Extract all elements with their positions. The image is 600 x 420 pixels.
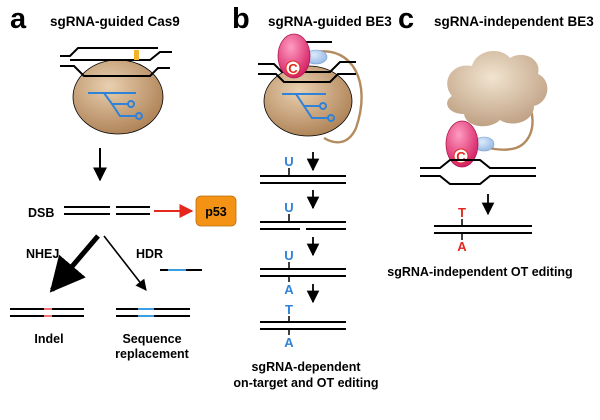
target-dna-strand-top bbox=[60, 47, 158, 57]
panel-b-letter: b bbox=[232, 3, 250, 35]
panel-c: c sgRNA-independent BE3 C T A sgRNA-inde… bbox=[387, 3, 594, 279]
panel-c-title: sgRNA-independent BE3 bbox=[434, 14, 594, 29]
hdr-label: HDR bbox=[136, 247, 163, 261]
nhej-arrow bbox=[49, 234, 100, 293]
dsb-dna bbox=[64, 206, 150, 215]
b-step3-bottom-base: A bbox=[284, 282, 294, 297]
p53-box bbox=[195, 195, 237, 227]
sgrna-icon bbox=[88, 92, 143, 120]
b-caption-line1: sgRNA-dependent bbox=[251, 360, 361, 374]
hdr-arrow bbox=[103, 235, 147, 291]
b-step2-top-base: U bbox=[284, 200, 293, 215]
panel-a: a sgRNA-guided Cas9 DSB bbox=[10, 3, 237, 361]
panel-a-title: sgRNA-guided Cas9 bbox=[50, 14, 180, 29]
b-step-1: U bbox=[260, 154, 346, 184]
c-top-base: T bbox=[458, 205, 466, 220]
target-dna-strand-bottom bbox=[60, 65, 170, 77]
b-step4-bottom-base: A bbox=[284, 335, 294, 350]
c-caption: sgRNA-independent OT editing bbox=[387, 265, 572, 279]
linker-icon bbox=[315, 50, 363, 144]
cas9-sgrna-complex bbox=[60, 47, 172, 135]
nhej-label: NHEJ bbox=[26, 247, 59, 261]
b-step3-top-base: U bbox=[284, 248, 293, 263]
b-step-2: U bbox=[260, 200, 346, 230]
panel-b-title: sgRNA-guided BE3 bbox=[268, 14, 392, 29]
b-step4-top-base: T bbox=[285, 302, 293, 317]
replacement-dna bbox=[116, 308, 190, 317]
b-step-3: U A bbox=[260, 248, 346, 297]
enzyme-c-label: C bbox=[288, 61, 298, 76]
cas9-protein-icon bbox=[72, 59, 164, 135]
p53-label: p53 bbox=[205, 205, 227, 219]
b-step1-top-base: U bbox=[284, 154, 293, 169]
sgrna-icon bbox=[282, 93, 335, 122]
cas9-protein-icon bbox=[447, 51, 548, 127]
sequence-label: Sequence bbox=[122, 332, 181, 346]
indel-label: Indel bbox=[34, 332, 63, 346]
enzyme-c-label: C bbox=[456, 149, 466, 164]
be3-free-complex: C bbox=[420, 51, 548, 185]
b-step-4: T A bbox=[260, 302, 346, 350]
panel-a-letter: a bbox=[10, 3, 27, 35]
b-caption-line2: on-target and OT editing bbox=[233, 376, 378, 390]
replacement-label: replacement bbox=[115, 347, 189, 361]
panel-b: b sgRNA-guided BE3 C U bbox=[232, 3, 392, 390]
c-edit: T A bbox=[434, 205, 532, 254]
be3-complex: C bbox=[258, 33, 363, 144]
panel-c-letter: c bbox=[398, 3, 414, 35]
dsb-label: DSB bbox=[28, 206, 54, 220]
pam-icon bbox=[134, 50, 139, 60]
target-dna-strand-mid bbox=[70, 51, 172, 61]
indel-dna bbox=[10, 308, 84, 317]
c-bottom-base: A bbox=[457, 239, 467, 254]
